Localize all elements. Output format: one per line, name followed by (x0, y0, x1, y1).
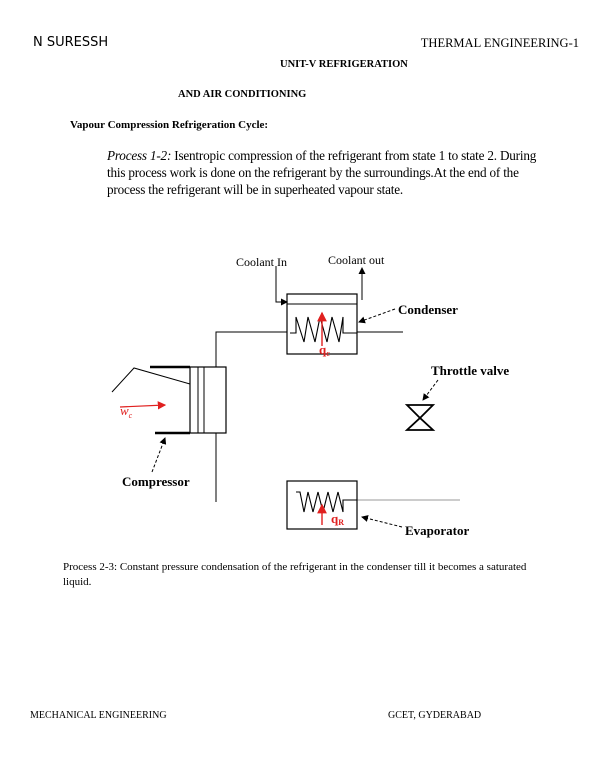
compressor-label: Compressor (122, 474, 190, 489)
header-course: THERMAL ENGINEERING-1 (420, 36, 579, 50)
header-author: N SURESSH (33, 35, 109, 50)
process-1-2-label: Process 1-2: (107, 148, 172, 163)
work-input-label: wc (120, 403, 133, 420)
discharge-pipe (215, 331, 287, 367)
evaporator-coil (296, 491, 357, 513)
throttle-valve-symbol (404, 404, 436, 431)
process-1-2-paragraph: Process 1-2: Isentropic compression of t… (107, 147, 547, 198)
section-heading: Vapour Compression Refrigeration Cycle: (70, 119, 269, 131)
unit-subtitle: AND AIR CONDITIONING (178, 89, 307, 100)
process-2-3-paragraph: Process 2-3: Constant pressure condensat… (63, 561, 527, 588)
compressor-crank (111, 367, 191, 393)
condenser-unit: qc (286, 293, 358, 358)
condenser-label: Condenser (398, 302, 458, 317)
condenser-pointer (358, 308, 396, 324)
footer-institution: GCET, GYDERABAD (388, 710, 482, 721)
compressor-unit: wc (111, 365, 227, 435)
evaporator-unit: qR (286, 480, 358, 530)
work-input-arrow (119, 401, 167, 410)
evaporator-heat-label: qR (331, 511, 344, 527)
evaporator-label: Evaporator (405, 523, 470, 538)
process-1-2-text: Isentropic compression of the refrigeran… (107, 148, 537, 197)
throttle-valve-label: Throttle valve (431, 363, 509, 378)
coolant-in-arrow (275, 266, 288, 306)
condenser-heat-label: qc (319, 342, 330, 358)
condenser-coil (290, 316, 357, 343)
coolant-out-label: Coolant out (328, 253, 385, 267)
compressor-pointer (151, 437, 167, 473)
unit-title: UNIT-V REFRIGERATION (280, 59, 408, 70)
coolant-in-label: Coolant In (236, 255, 287, 269)
throttle-valve-pointer (422, 379, 439, 401)
evaporator-pointer (361, 515, 403, 528)
footer-department: MECHANICAL ENGINEERING (30, 710, 167, 721)
